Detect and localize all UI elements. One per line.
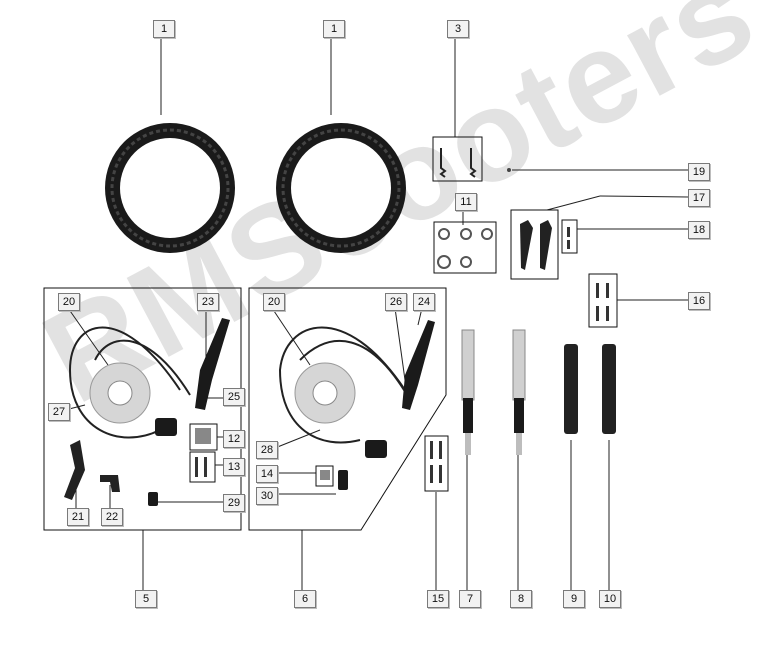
brake-shoe-brackets — [520, 220, 552, 270]
callout-caliper-right[interactable]: 26 — [385, 293, 407, 311]
callout-bolts-15[interactable]: 15 — [427, 590, 449, 608]
callout-fitting-30[interactable]: 30 — [256, 487, 278, 505]
callout-shock-9[interactable]: 9 — [563, 590, 585, 608]
callout-tyre-left[interactable]: 1 — [153, 20, 175, 38]
callout-disc-left[interactable]: 20 — [58, 293, 80, 311]
callout-assembly-5[interactable]: 5 — [135, 590, 157, 608]
callout-washers[interactable]: 11 — [455, 193, 477, 211]
callout-hose-left[interactable]: 27 — [48, 403, 70, 421]
callout-assembly-6[interactable]: 6 — [294, 590, 316, 608]
brake-disc-left — [89, 362, 151, 424]
group-frames — [43, 136, 618, 531]
brake-hoses — [68, 326, 411, 444]
mounting-brackets — [64, 440, 120, 500]
callout-fork-8[interactable]: 8 — [510, 590, 532, 608]
callout-shock-10[interactable]: 10 — [599, 590, 621, 608]
callout-bolts-18[interactable]: 18 — [688, 221, 710, 239]
small-screw — [507, 168, 511, 172]
washers — [437, 228, 493, 269]
springs — [439, 148, 477, 178]
callout-bracket-21[interactable]: 21 — [67, 508, 89, 526]
brake-disc-right — [294, 362, 356, 424]
callout-pad-29[interactable]: 29 — [223, 494, 245, 512]
callout-lever-fitting[interactable]: 25 — [223, 388, 245, 406]
callout-small-screw[interactable]: 19 — [688, 163, 710, 181]
levers-calipers — [148, 318, 435, 506]
callout-tyre-right[interactable]: 1 — [323, 20, 345, 38]
callout-brake-brackets[interactable]: 17 — [688, 189, 710, 207]
callout-bracket-22[interactable]: 22 — [101, 508, 123, 526]
callout-hose-right[interactable]: 28 — [256, 441, 278, 459]
front-forks — [461, 329, 526, 455]
callout-bolts-16[interactable]: 16 — [688, 292, 710, 310]
small-fittings — [195, 428, 330, 480]
callout-bolts-13[interactable]: 13 — [223, 458, 245, 476]
rear-shocks — [564, 344, 616, 434]
callout-fitting-14[interactable]: 14 — [256, 465, 278, 483]
tyre-left — [105, 123, 235, 253]
callout-springs[interactable]: 3 — [447, 20, 469, 38]
callout-fork-7[interactable]: 7 — [459, 590, 481, 608]
leader-lines — [64, 36, 689, 590]
callout-lever-right[interactable]: 24 — [413, 293, 435, 311]
bolts — [195, 227, 609, 483]
callout-lever-left[interactable]: 23 — [197, 293, 219, 311]
callout-fittings-12[interactable]: 12 — [223, 430, 245, 448]
callout-disc-right[interactable]: 20 — [263, 293, 285, 311]
tyre-right — [276, 123, 406, 253]
